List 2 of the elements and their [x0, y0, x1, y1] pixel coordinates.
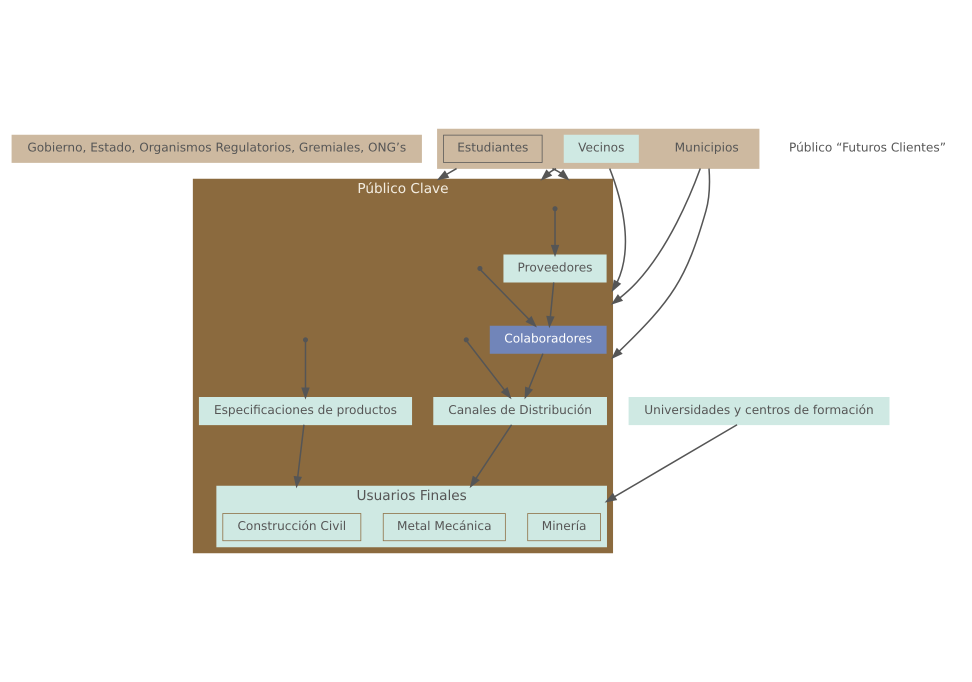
label: Público “Futuros Clientes”: [789, 140, 946, 155]
node-text: Municipios: [674, 140, 739, 155]
